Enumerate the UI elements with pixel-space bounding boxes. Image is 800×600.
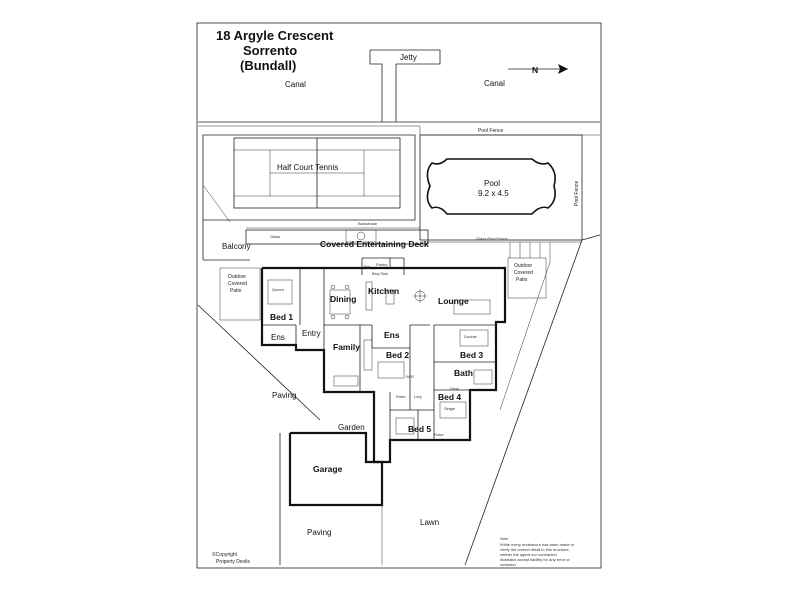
room-entry: Entry [302, 329, 321, 338]
kitchen-bench [365, 281, 373, 311]
note-line-5: omission. [500, 562, 517, 567]
bed3-bed [459, 329, 489, 347]
note-line-1: While every endeavour has been made to [500, 542, 575, 547]
room-bed4: Bed 4 [438, 392, 461, 402]
north-label: N [532, 65, 538, 75]
room-garage: Garage [313, 464, 343, 474]
bath-tub [473, 369, 493, 385]
patio-right-line1: Outdoor [514, 263, 532, 269]
family-sofa [333, 375, 359, 387]
tennis-label: Half Court Tennis [277, 163, 338, 172]
kitchen-island [385, 289, 395, 305]
pool-shape [426, 158, 556, 215]
balustrade-label: Balustrade [358, 221, 378, 226]
desk-label: Desk [450, 386, 459, 391]
patio-left-line3: Patio [230, 288, 242, 294]
copyright-label: ©Copyright [212, 551, 238, 558]
robe-label-1: Robe [396, 394, 406, 399]
patio-left-line2: Covered [228, 281, 247, 287]
north-arrow-icon: N [508, 64, 568, 75]
patio-right-line2: Covered [514, 270, 533, 276]
wir-label: WIR [406, 374, 414, 379]
garage: Garage Garden [288, 423, 384, 507]
canal-right-label: Canal [484, 79, 505, 88]
bed1-queen-label: Queen [272, 287, 284, 292]
deck-label: Covered Entertaining Deck [320, 239, 429, 249]
company-label: Property Devils [216, 559, 250, 565]
title-line-2: Sorrento [243, 43, 297, 58]
room-ens2: Ens [384, 330, 400, 340]
bed4-bed [439, 401, 467, 419]
canal-left-label: Canal [285, 80, 306, 89]
pool-fence-top-label: Pool Fence [478, 128, 504, 134]
room-bed5: Bed 5 [408, 424, 431, 434]
balcony-label: Balcony [222, 242, 250, 251]
patio-left-line1: Outdoor [228, 274, 246, 280]
pool-area: Pool 9.2 x 4.5 Pool Fence [419, 134, 583, 241]
room-bath: Bath [454, 368, 473, 378]
lounge-sofa [453, 299, 491, 315]
room-bed1: Bed 1 [270, 312, 293, 322]
pool-label: Pool [484, 179, 500, 188]
left-patio: Outdoor Covered Patio [219, 267, 261, 321]
title-line-3: (Bundall) [240, 58, 296, 73]
covered-deck: Covered Entertaining Deck [245, 229, 429, 249]
dining-table [329, 289, 351, 315]
patio-right-line3: Patio [516, 277, 528, 283]
bbq-sink-label: Bbq Sink [372, 271, 388, 276]
note-line-2: verify the correct detail in this brochu… [500, 547, 570, 552]
paving-bottom-label: Paving [307, 528, 331, 537]
room-lounge: Lounge [438, 296, 469, 306]
laundry-label: Ldry [414, 394, 422, 399]
paving-left-label: Paving [272, 391, 296, 400]
bed3-double-label: Double [464, 334, 477, 339]
family-tv-unit [363, 339, 373, 371]
robe-label-2: Robe [434, 432, 444, 437]
tennis-court: Half Court Tennis [202, 134, 416, 223]
fridge-label: Frg [364, 264, 370, 269]
room-dining: Dining [330, 294, 356, 304]
bed1-bed [267, 279, 293, 305]
room-bed3: Bed 3 [460, 350, 483, 360]
sheet-border [196, 22, 602, 569]
bed5-bed [395, 417, 415, 435]
room-family: Family [333, 342, 360, 352]
garden-label: Garden [338, 423, 365, 432]
pool-fence-right-label: Pool Fence [574, 180, 580, 206]
right-patio: Outdoor Covered Patio [507, 242, 551, 299]
pantry-label: Pantry [376, 262, 388, 267]
note-line-4: illustrator accept liability for any err… [500, 557, 570, 562]
disclaimer-note: Note While every endeavour has been made… [500, 536, 575, 567]
room-ens1: Ens [271, 333, 285, 342]
note-line-3: neither the agent nor contracted [500, 552, 557, 557]
jetty-label: Jetty [400, 53, 417, 62]
jetty: Jetty [369, 49, 441, 122]
note-title: Note [500, 536, 509, 541]
title-line-1: 18 Argyle Crescent [216, 28, 334, 43]
furniture: Queen Frg Pantry Bbq Sink Double Single … [267, 262, 493, 437]
glass-pool-fence-label: Glass Pool Fence [476, 236, 508, 241]
glass-label: Glass [270, 234, 280, 239]
pool-size-label: 9.2 x 4.5 [478, 189, 509, 198]
bed2-bed [377, 361, 405, 379]
room-labels: Bed 1 Ens Entry Dining Kitchen Lounge Fa… [270, 286, 483, 434]
interior-walls [262, 257, 496, 440]
room-bed2: Bed 2 [386, 350, 409, 360]
room-kitchen: Kitchen [368, 286, 399, 296]
lawn-label: Lawn [420, 518, 439, 527]
bed4-single-label: Single [444, 406, 456, 411]
